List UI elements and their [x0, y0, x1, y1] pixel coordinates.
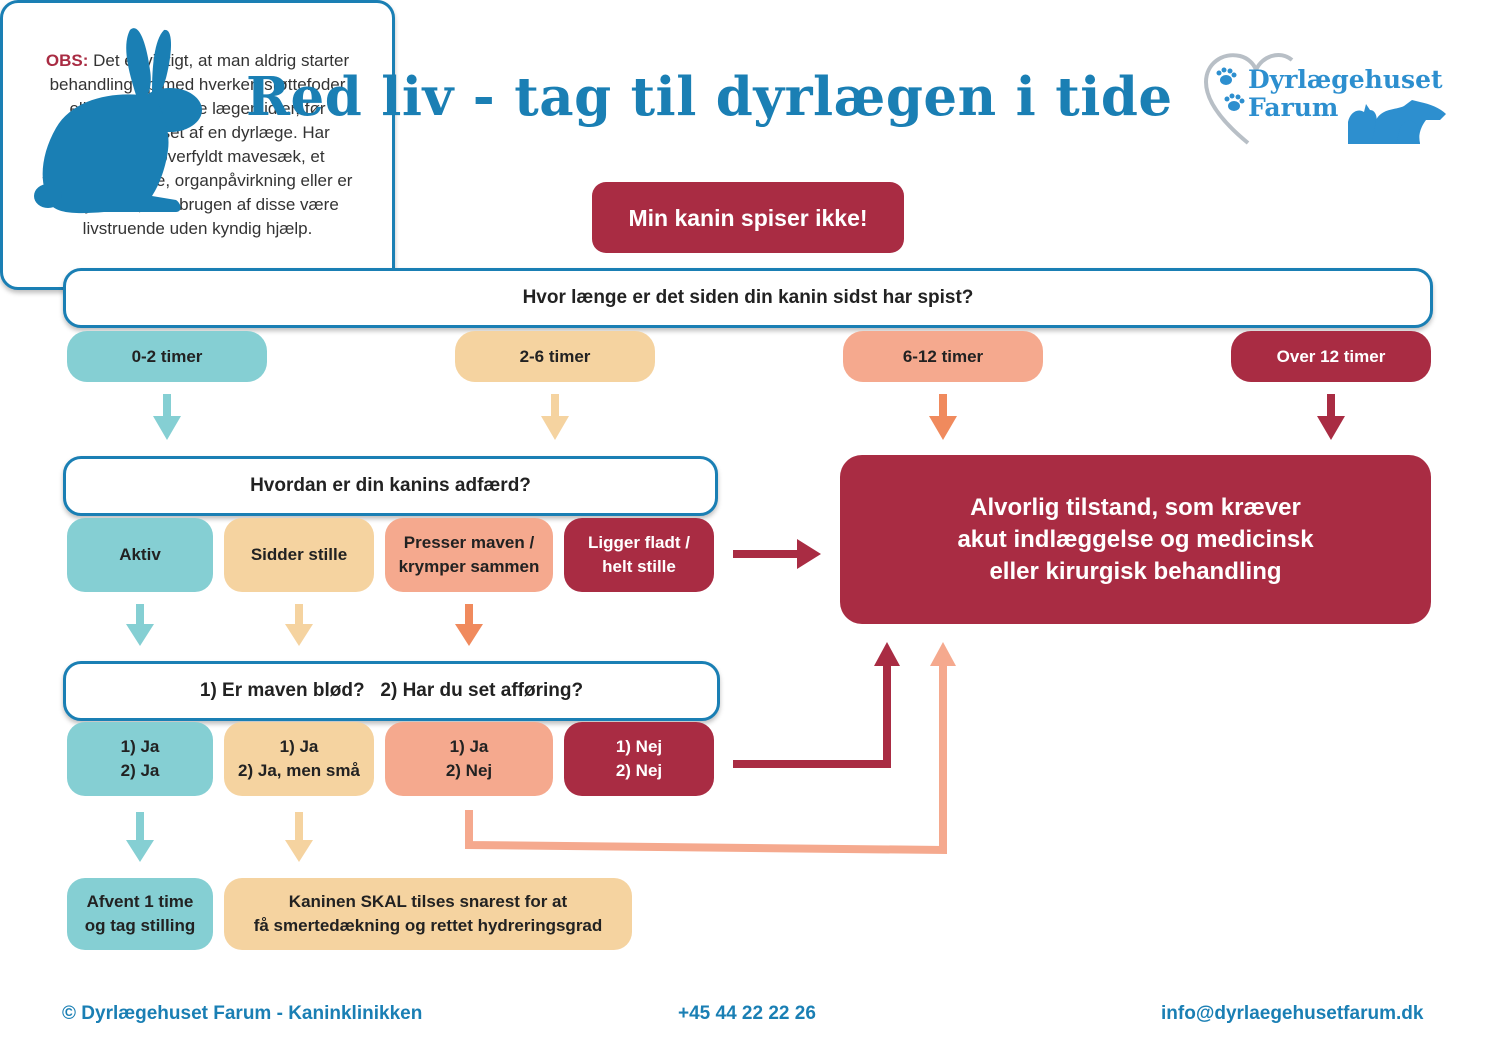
answer-yes-yes: 1) Ja 2) Ja	[67, 722, 213, 796]
page-title: Red liv - tag til dyrlægen i tide	[246, 66, 1173, 128]
outcome-wait-one-hour: Afvent 1 time og tag stilling	[67, 878, 213, 950]
footer-phone[interactable]: +45 44 22 22 26	[678, 1003, 816, 1024]
option-2-6-hours: 2-6 timer	[455, 331, 655, 382]
pets-silhouette-icon	[1348, 100, 1446, 144]
outcome-serious-condition: Alvorlig tilstand, som kræver akut indlæ…	[840, 455, 1431, 624]
footer-copyright: © Dyrlægehuset Farum - Kaninklinikken	[62, 1003, 423, 1024]
logo-line2: Farum	[1248, 93, 1339, 122]
logo-line1: Dyrlægehuset	[1248, 65, 1443, 94]
question-behaviour: Hvordan er din kanins adfærd?	[63, 456, 718, 516]
paw-icon	[1216, 67, 1245, 111]
question-time-since-eating: Hvor længe er det siden din kanin sidst …	[63, 268, 1433, 328]
heart-outline-icon	[1203, 53, 1258, 145]
option-0-2-hours: 0-2 timer	[67, 331, 267, 382]
answer-yes-yes-small: 1) Ja 2) Ja, men små	[224, 722, 374, 796]
option-over-12-hours: Over 12 timer	[1231, 331, 1431, 382]
clinic-logo: Dyrlægehuset Farum	[1200, 48, 1460, 148]
question-belly-and-stool: 1) Er maven blød? 2) Har du set afføring…	[63, 661, 720, 721]
obs-label: OBS:	[45, 51, 89, 70]
behaviour-lying-flat: Ligger fladt / helt stille	[564, 518, 714, 592]
arrow-connector-yes-no	[465, 642, 956, 855]
behaviour-sitting-still: Sidder stille	[224, 518, 374, 592]
behaviour-pressing-belly: Presser maven / krymper sammen	[385, 518, 553, 592]
answer-yes-no: 1) Ja 2) Nej	[385, 722, 553, 796]
arrow-down-icon	[126, 394, 1345, 862]
rabbit-silhouette-icon	[34, 28, 202, 214]
outcome-see-vet-soon: Kaninen SKAL tilses snarest for at få sm…	[224, 878, 632, 950]
arrow-connector-no-no	[733, 642, 900, 768]
answer-no-no: 1) Nej 2) Nej	[564, 722, 714, 796]
footer-email[interactable]: info@dyrlaegehusetfarum.dk	[1161, 1003, 1424, 1024]
arrow-right-icon	[733, 539, 821, 569]
option-6-12-hours: 6-12 timer	[843, 331, 1043, 382]
behaviour-active: Aktiv	[67, 518, 213, 592]
start-box: Min kanin spiser ikke!	[592, 182, 904, 253]
